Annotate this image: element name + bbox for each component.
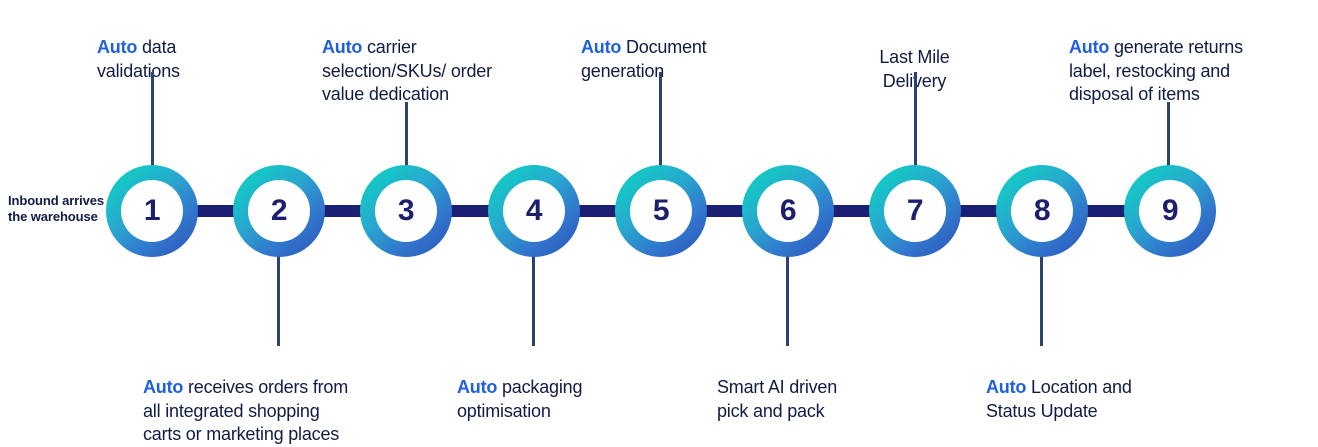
leader-line-step-9 — [1167, 102, 1170, 168]
step-circle-7[interactable]: 7 — [869, 165, 961, 257]
leader-line-step-8 — [1040, 256, 1043, 346]
spine-segment-1-2 — [192, 205, 240, 217]
callout-step-9-auto: Auto — [1069, 36, 1110, 57]
callout-step-3: Auto carrier selection/SKUs/ order value… — [322, 12, 552, 107]
step-circle-9[interactable]: 9 — [1124, 165, 1216, 257]
spine-segment-8-9 — [1083, 205, 1131, 217]
callout-step-5: Auto Document generation — [581, 12, 811, 83]
callout-step-4: Auto packaging optimisation — [457, 352, 657, 423]
callout-step-2-auto: Auto — [143, 376, 184, 397]
process-flow-diagram: Inbound arrives the warehouse 1 2 3 4 — [8, 12, 1318, 445]
spine-segment-5-6 — [701, 205, 749, 217]
spine-segment-6-7 — [828, 205, 876, 217]
leader-line-step-1 — [151, 72, 154, 168]
step-number-7: 7 — [906, 194, 924, 227]
callout-step-6-text: Smart AI driven pick and pack — [717, 376, 838, 421]
step-circle-5[interactable]: 5 — [615, 165, 707, 257]
step-number-9: 9 — [1161, 194, 1179, 227]
leader-line-step-4 — [532, 256, 535, 346]
step-circle-4-inner: 4 — [503, 180, 565, 242]
step-circle-4[interactable]: 4 — [488, 165, 580, 257]
callout-step-1-auto: Auto — [97, 36, 138, 57]
spine-segment-4-5 — [574, 205, 622, 217]
callout-step-4-text: packaging optimisation — [457, 376, 583, 421]
callout-step-6: Smart AI driven pick and pack — [717, 352, 917, 423]
step-circle-1[interactable]: 1 — [106, 165, 198, 257]
callout-step-1-text: data validations — [97, 36, 180, 81]
step-circle-1-inner: 1 — [121, 180, 183, 242]
callout-step-1: Auto data validations — [97, 12, 297, 83]
leader-line-step-2 — [277, 256, 280, 346]
spine-segment-7-8 — [955, 205, 1003, 217]
step-circle-3-inner: 3 — [375, 180, 437, 242]
callout-step-8: Auto Location and Status Update — [986, 352, 1196, 423]
step-circle-2-inner: 2 — [248, 180, 310, 242]
step-circle-3[interactable]: 3 — [360, 165, 452, 257]
step-number-8: 8 — [1033, 194, 1051, 227]
callout-step-8-auto: Auto — [986, 376, 1027, 397]
callout-step-8-text: Location and Status Update — [986, 376, 1132, 421]
leader-line-step-5 — [659, 72, 662, 168]
spine-segment-3-4 — [446, 205, 494, 217]
step-circle-8[interactable]: 8 — [996, 165, 1088, 257]
step-circle-5-inner: 5 — [630, 180, 692, 242]
step-number-5: 5 — [652, 194, 670, 227]
step-number-3: 3 — [397, 194, 415, 227]
callout-step-5-auto: Auto — [581, 36, 622, 57]
spine-segment-2-3 — [319, 205, 367, 217]
callout-step-9: Auto generate returns label, restocking … — [1069, 12, 1318, 107]
step-circle-6-inner: 6 — [757, 180, 819, 242]
step-number-6: 6 — [779, 194, 797, 227]
step-circle-6[interactable]: 6 — [742, 165, 834, 257]
step-circle-2[interactable]: 2 — [233, 165, 325, 257]
step-circle-8-inner: 8 — [1011, 180, 1073, 242]
step-circle-7-inner: 7 — [884, 180, 946, 242]
callout-step-3-auto: Auto — [322, 36, 363, 57]
step-number-4: 4 — [525, 194, 543, 227]
callout-step-9-text: generate returns label, restocking and d… — [1069, 36, 1243, 105]
leader-line-step-7 — [914, 72, 917, 168]
callout-step-4-auto: Auto — [457, 376, 498, 397]
inbound-intro-label: Inbound arrives the warehouse — [8, 193, 105, 225]
leader-line-step-6 — [786, 256, 789, 346]
step-number-1: 1 — [143, 194, 161, 227]
callout-step-3-text: carrier selection/SKUs/ order value dedi… — [322, 36, 492, 105]
leader-line-step-3 — [405, 102, 408, 168]
step-number-2: 2 — [270, 194, 288, 227]
step-circle-9-inner: 9 — [1139, 180, 1201, 242]
callout-step-5-text: Document generation — [581, 36, 707, 81]
